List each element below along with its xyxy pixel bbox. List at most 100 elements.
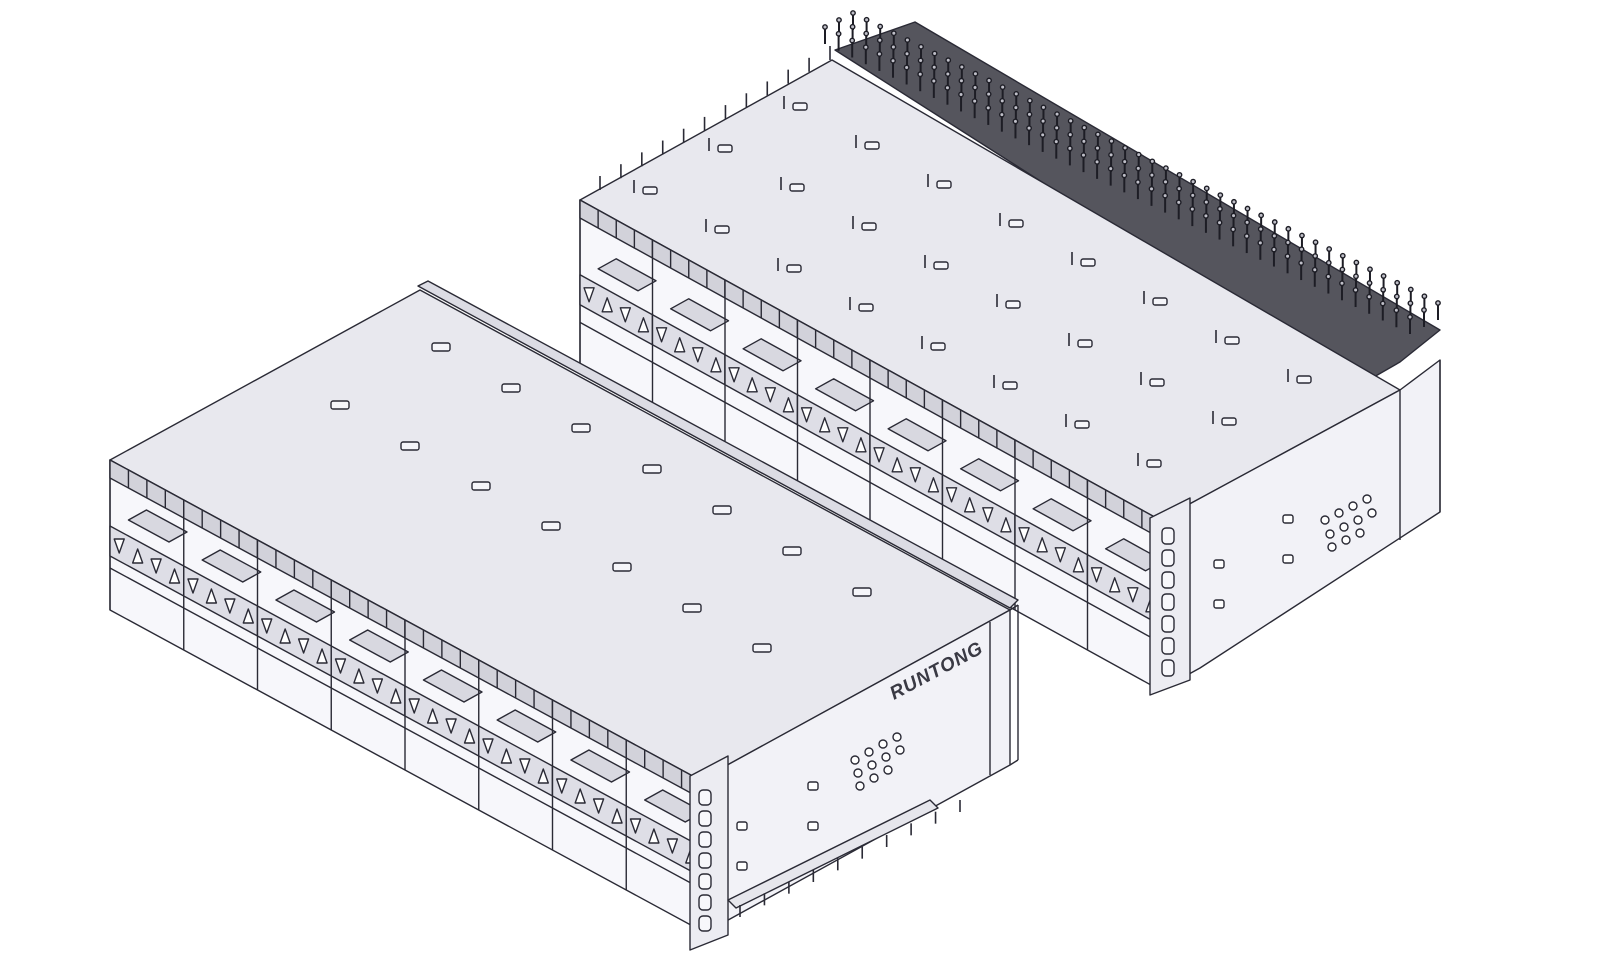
port-lower-edge [404,727,480,769]
pin-head [876,51,883,57]
pin-head [1298,260,1305,266]
pin-head [904,50,910,57]
triangle-window [371,678,384,694]
lip-bump [698,810,712,827]
lip-bump [1161,637,1175,655]
front-top-slots [330,342,872,653]
lip-bump [698,915,712,932]
pin-head [1094,158,1100,165]
pin-head [850,10,856,16]
pin-head [985,105,992,111]
triangle-window [909,467,922,483]
pin-head [1094,131,1101,138]
lip-bump [1161,571,1175,589]
spring-tab [496,709,557,743]
pin-head [1298,246,1305,253]
triangle-window [873,447,885,463]
pin-head [876,37,883,44]
triangle-window [1127,587,1139,603]
pin-head [931,50,938,57]
front-bottom-pins [739,800,961,917]
triangle-window [1054,547,1067,563]
top-slot [792,102,808,111]
pin-head [1284,253,1291,260]
pin-head [1162,192,1169,199]
pin-head [1053,138,1060,145]
triangle-window [963,497,976,513]
triangle-window [1072,557,1085,573]
pin-head [877,23,884,30]
triangle-window [601,297,613,313]
pin-head [944,84,951,91]
pin-head [1299,232,1305,239]
pin-head [971,98,978,105]
pin-head [863,30,870,37]
pin-head [931,64,938,71]
pin-head [1257,239,1264,246]
pin-head [1311,266,1318,273]
rear-press-fit-pins [599,10,1441,334]
pin-head [972,84,978,91]
pin-head [1108,138,1115,145]
triangle-window [408,698,420,714]
pin-head [918,43,924,50]
pin-head [1053,125,1060,131]
pin-head [1367,266,1373,273]
top-slot [1074,420,1090,429]
port-lower-edge [625,847,701,889]
top-slot [1002,381,1018,390]
triangle-window [710,357,722,373]
top-slot [471,481,491,491]
top-slot [714,225,730,234]
top-slot [786,264,802,273]
pin-head [1026,97,1033,104]
triangle-window [927,477,940,493]
spring-tab [127,509,188,543]
pin-head [958,77,965,84]
pin-head [1080,138,1087,145]
triangle-window [445,718,457,734]
pin-head [958,91,964,98]
pin-head [1107,165,1114,172]
pin-head [890,44,897,50]
top-slot [400,441,420,451]
pin-head [1080,152,1087,159]
port-lower-edge [652,361,726,404]
triangle-window [482,738,494,754]
top-slot [930,342,946,351]
triangle-window [945,487,958,503]
triangle-window [583,287,595,303]
pin-head [1258,212,1265,219]
port-lower-edge [257,647,332,689]
rear-top-slots [633,96,1312,468]
spring-tab [570,749,631,783]
top-slot [933,261,949,270]
triangle-window [637,317,650,333]
pin-head [1203,185,1210,192]
pin-head [999,84,1006,91]
pin-head [1325,259,1332,266]
triangle-window [261,618,273,634]
pin-head [1081,124,1088,131]
pin-head [1366,280,1373,286]
front-rear-lip [417,280,1019,609]
pin-head [1189,206,1196,212]
top-slot [612,562,632,572]
triangle-window [782,397,795,413]
pin-head [1149,158,1156,165]
triangle-window [891,457,903,473]
pin-head [1040,118,1046,125]
pin-head [1312,239,1319,246]
front-side-bottom-edge [1009,759,1019,766]
pin-head [917,71,924,78]
pin-head [1121,158,1128,165]
pin-head [1407,314,1413,320]
triangle-window [463,728,476,744]
pin-head [1231,198,1237,205]
front-side-corner [1009,604,1019,611]
spring-tab [597,258,657,292]
triangle-window [113,538,125,554]
triangle-window [1000,517,1012,533]
